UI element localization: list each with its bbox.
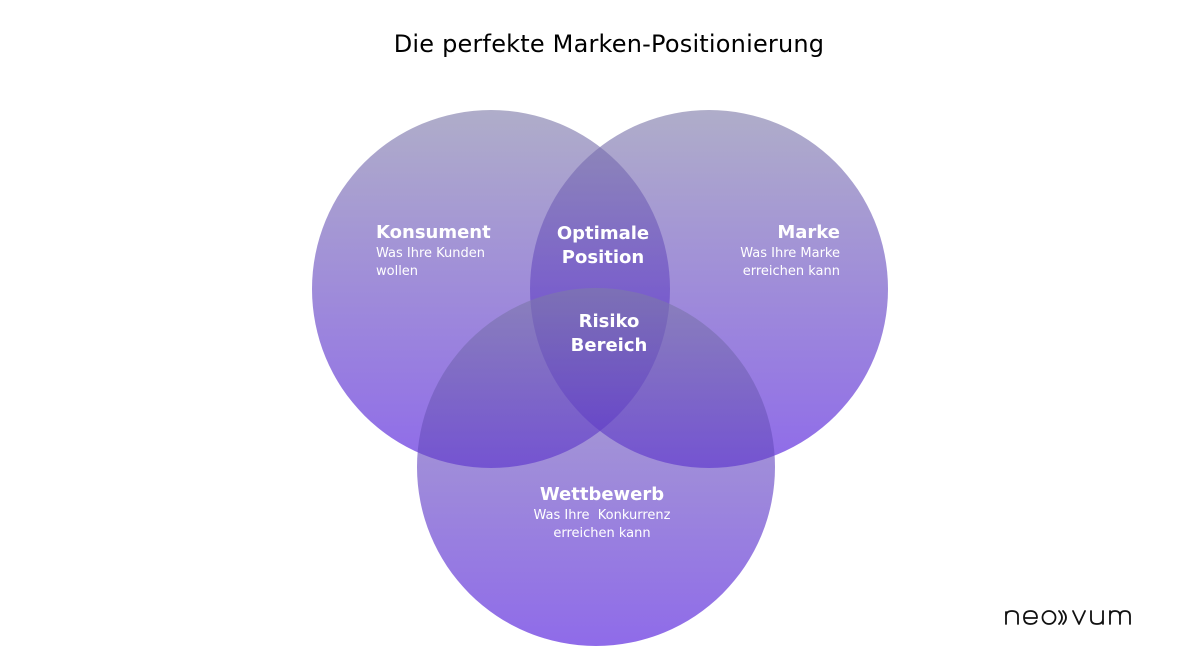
konsument-description: Was Ihre Kunden wollen	[376, 245, 486, 279]
wettbewerb-heading: Wettbewerb	[539, 484, 665, 505]
page-title: Die perfekte Marken-Positionierung	[393, 30, 825, 58]
wettbewerb-label: Wettbewerb Was Ihre Konkurrenz erreichen…	[482, 484, 722, 543]
optimal-position-text: Optimale Position	[556, 223, 650, 269]
marke-description: Was Ihre Marke erreichen kann	[740, 245, 840, 279]
konsument-heading: Konsument	[376, 222, 491, 243]
optimal-position-label: Optimale Position	[528, 222, 678, 271]
marke-heading: Marke	[777, 222, 840, 243]
marke-label: Marke Was Ihre Marke erreichen kann	[660, 222, 840, 281]
risk-area-label: Risiko Bereich	[534, 310, 684, 359]
neovum-logo	[1005, 610, 1131, 625]
wettbewerb-description: Was Ihre Konkurrenz erreichen kann	[533, 507, 671, 541]
circle-wettbewerb	[417, 288, 775, 646]
risk-area-text: Risiko Bereich	[570, 311, 648, 357]
konsument-label: Konsument Was Ihre Kunden wollen	[376, 222, 556, 281]
